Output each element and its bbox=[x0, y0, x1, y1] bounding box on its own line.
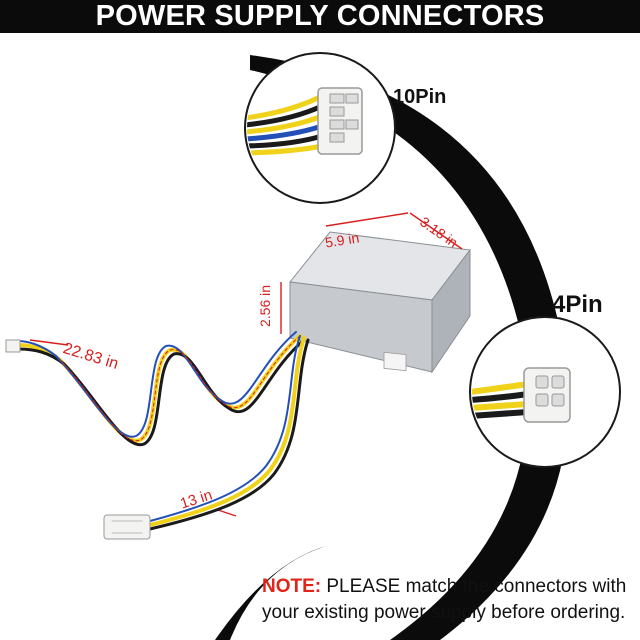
note-line-2: your existing power supply before orderi… bbox=[262, 600, 640, 626]
note-line-1: NOTE: PLEASE match the connectors with bbox=[262, 574, 640, 600]
power-supply-unit bbox=[289, 231, 471, 374]
note-text-1: PLEASE match the connectors with bbox=[321, 576, 627, 597]
ten-pin-label: 10Pin bbox=[393, 86, 447, 108]
decorative-arc-bottom bbox=[215, 545, 330, 640]
dim-height-label: 2.56 in bbox=[257, 284, 274, 328]
cable-short bbox=[103, 335, 310, 540]
note-text-2: your existing power supply before orderi… bbox=[262, 602, 626, 623]
decorative-arc bbox=[250, 55, 568, 640]
ten-pin-zoom bbox=[244, 52, 396, 204]
four-pin-label: 4Pin bbox=[552, 291, 603, 318]
page-title: POWER SUPPLY CONNECTORS bbox=[0, 0, 640, 33]
cable-long bbox=[5, 331, 306, 447]
note-block: NOTE: PLEASE match the connectors with y… bbox=[262, 574, 640, 626]
dimension-lines bbox=[29, 212, 463, 517]
four-pin-zoom bbox=[469, 316, 621, 468]
note-label: NOTE: bbox=[262, 576, 322, 597]
